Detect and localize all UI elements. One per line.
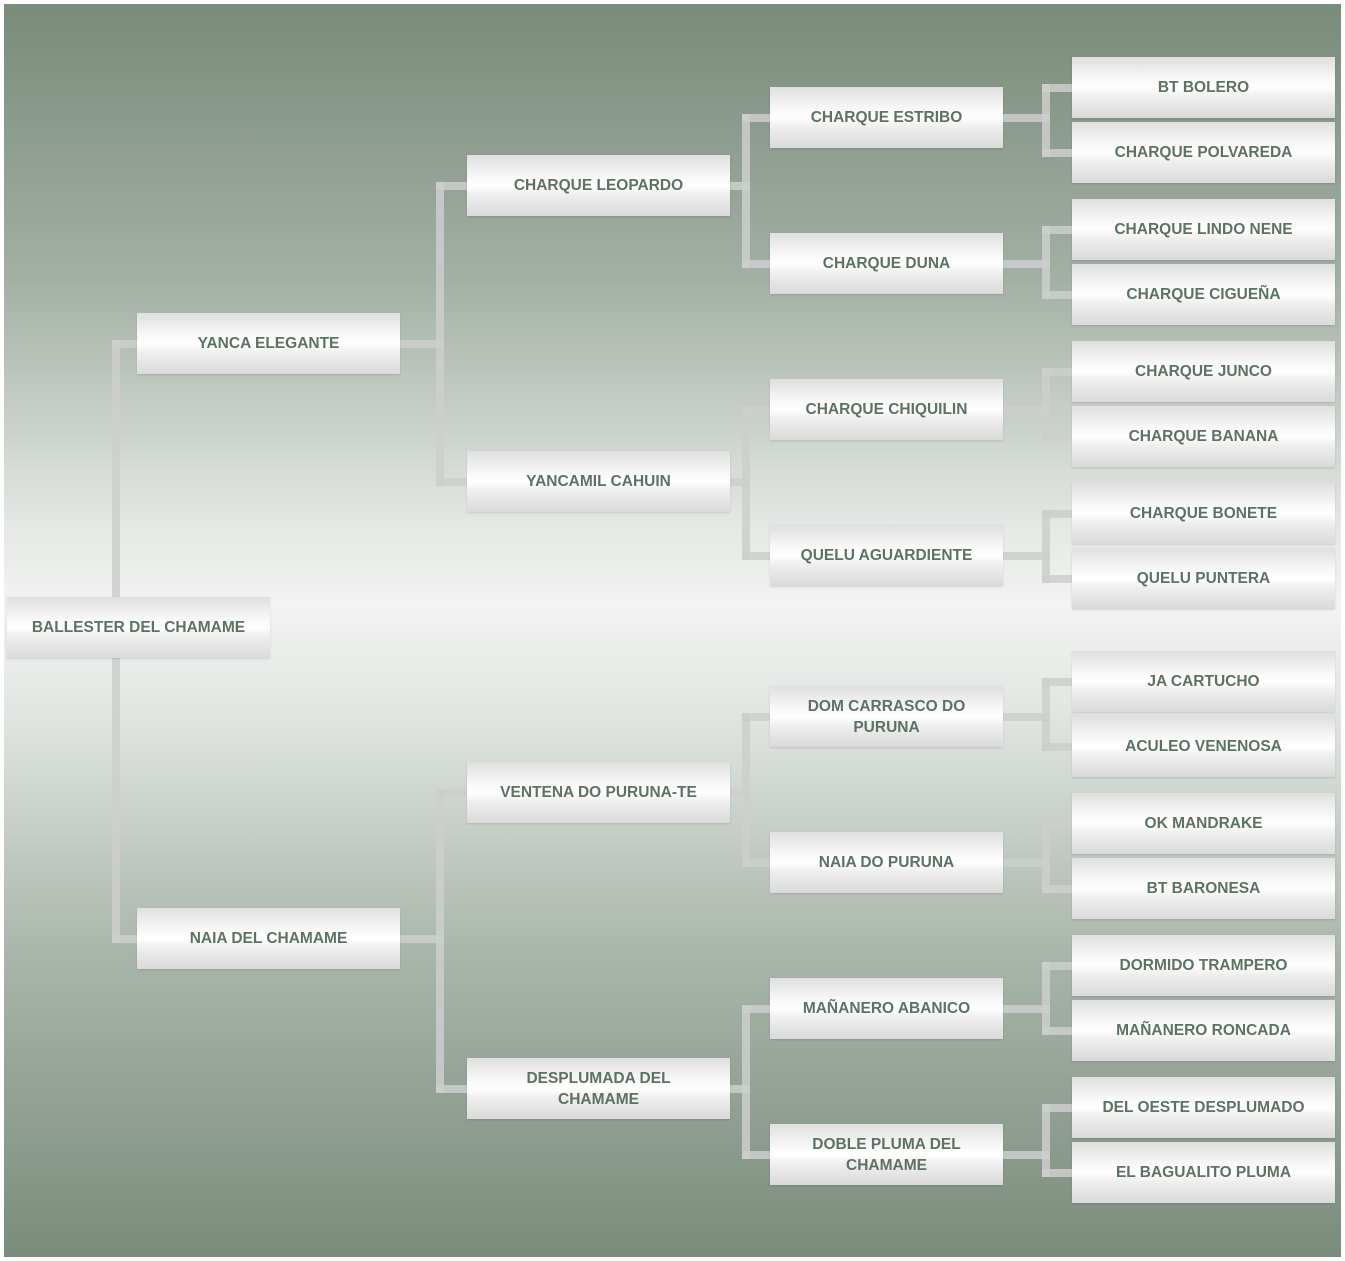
pedigree-node-gen4[interactable]: BT BOLERO xyxy=(1072,57,1335,118)
connector-line xyxy=(1042,83,1072,92)
pedigree-node-gen4[interactable]: EL BAGUALITO PLUMA xyxy=(1072,1142,1335,1203)
connector-line xyxy=(436,181,444,486)
connector-line xyxy=(1042,225,1072,234)
pedigree-node-gen4[interactable]: CHARQUE LINDO NENE xyxy=(1072,199,1335,260)
pedigree-node-gen4[interactable]: ACULEO VENENOSA xyxy=(1072,716,1335,777)
connector-line xyxy=(742,712,770,721)
connector-line xyxy=(1003,405,1050,414)
connector-line xyxy=(1042,677,1072,686)
pedigree-node-gen3[interactable]: CHARQUE CHIQUILIN xyxy=(770,379,1003,440)
connector-line xyxy=(1003,1150,1050,1159)
pedigree-node-gen4[interactable]: DEL OESTE DESPLUMADO xyxy=(1072,1077,1335,1138)
pedigree-node-gen1[interactable]: YANCA ELEGANTE xyxy=(137,313,400,374)
connector-line xyxy=(742,259,770,268)
connector-line xyxy=(1042,290,1072,299)
connector-line xyxy=(400,934,444,943)
connector-line xyxy=(1042,148,1072,157)
pedigree-node-gen3[interactable]: MAÑANERO ABANICO xyxy=(770,978,1003,1039)
connector-line xyxy=(436,181,467,190)
pedigree-node-gen3[interactable]: CHARQUE DUNA xyxy=(770,233,1003,294)
connector-line xyxy=(742,1004,750,1159)
pedigree-node-gen4[interactable]: QUELU PUNTERA xyxy=(1072,548,1335,609)
connector-line xyxy=(112,934,137,943)
connector-line xyxy=(1003,551,1050,560)
connector-line xyxy=(730,477,750,486)
connector-line xyxy=(1042,1168,1072,1177)
pedigree-node-gen4[interactable]: CHARQUE BONETE xyxy=(1072,483,1335,544)
connector-line xyxy=(436,788,467,797)
connector-line xyxy=(436,1084,467,1093)
pedigree-node-gen2[interactable]: YANCAMIL CAHUIN xyxy=(467,451,730,512)
connector-line xyxy=(1042,367,1050,441)
connector-line xyxy=(1042,574,1072,583)
pedigree-node-gen4[interactable]: JA CARTUCHO xyxy=(1072,651,1335,712)
pedigree-node-gen4[interactable]: CHARQUE JUNCO xyxy=(1072,341,1335,402)
connector-line xyxy=(1042,367,1072,376)
connector-line xyxy=(742,113,750,268)
connector-line xyxy=(1003,858,1050,867)
connector-line xyxy=(730,788,750,797)
connector-line xyxy=(1042,509,1050,583)
pedigree-node-gen4[interactable]: BT BARONESA xyxy=(1072,858,1335,919)
connector-line xyxy=(1042,432,1072,441)
connector-line xyxy=(1042,742,1072,751)
pedigree-node-gen0[interactable]: BALLESTER DEL CHAMAME xyxy=(7,597,270,658)
pedigree-node-gen2[interactable]: CHARQUE LEOPARDO xyxy=(467,155,730,216)
connector-line xyxy=(1042,1103,1072,1112)
pedigree-node-gen4[interactable]: CHARQUE POLVAREDA xyxy=(1072,122,1335,183)
connector-line xyxy=(742,858,770,867)
pedigree-node-gen3[interactable]: DOBLE PLUMA DEL CHAMAME xyxy=(770,1124,1003,1185)
connector-line xyxy=(1042,83,1050,157)
connector-line xyxy=(730,1084,750,1093)
connector-line xyxy=(742,1004,770,1013)
connector-line xyxy=(400,339,444,348)
connector-line xyxy=(1003,712,1050,721)
pedigree-node-gen2[interactable]: VENTENA DO PURUNA-TE xyxy=(467,762,730,823)
connector-line xyxy=(1003,259,1050,268)
connector-line xyxy=(1042,819,1050,893)
pedigree-node-gen3[interactable]: QUELU AGUARDIENTE xyxy=(770,525,1003,586)
connector-line xyxy=(742,712,750,867)
connector-line xyxy=(1042,819,1072,828)
connector-line xyxy=(1042,961,1050,1035)
pedigree-node-gen4[interactable]: DORMIDO TRAMPERO xyxy=(1072,935,1335,996)
pedigree-node-gen4[interactable]: OK MANDRAKE xyxy=(1072,793,1335,854)
connector-line xyxy=(1042,677,1050,751)
connector-line xyxy=(742,1150,770,1159)
pedigree-node-gen4[interactable]: CHARQUE CIGUEÑA xyxy=(1072,264,1335,325)
connector-line xyxy=(730,181,750,190)
pedigree-node-gen3[interactable]: CHARQUE ESTRIBO xyxy=(770,87,1003,148)
connector-line xyxy=(1042,961,1072,970)
connector-line xyxy=(1042,509,1072,518)
pedigree-node-gen1[interactable]: NAIA DEL CHAMAME xyxy=(137,908,400,969)
pedigree-node-gen2[interactable]: DESPLUMADA DEL CHAMAME xyxy=(467,1058,730,1119)
pedigree-chart: BALLESTER DEL CHAMAME YANCA ELEGANTE NAIA … xyxy=(4,4,1341,1257)
connector-line xyxy=(112,339,137,348)
connector-line xyxy=(1042,1103,1050,1177)
connector-line xyxy=(1042,884,1072,893)
pedigree-node-gen3[interactable]: NAIA DO PURUNA xyxy=(770,832,1003,893)
pedigree-node-gen4[interactable]: CHARQUE BANANA xyxy=(1072,406,1335,467)
connector-line xyxy=(1003,1004,1050,1013)
connector-line xyxy=(742,405,750,560)
connector-line xyxy=(1042,225,1050,299)
connector-line xyxy=(436,788,444,1093)
connector-line xyxy=(436,477,467,486)
connector-line xyxy=(742,551,770,560)
connector-line xyxy=(1042,1026,1072,1035)
pedigree-node-gen3[interactable]: DOM CARRASCO DO PURUNA xyxy=(770,686,1003,747)
connector-line xyxy=(742,113,770,122)
pedigree-node-gen4[interactable]: MAÑANERO RONCADA xyxy=(1072,1000,1335,1061)
connector-line xyxy=(742,405,770,414)
connector-line xyxy=(1003,113,1050,122)
